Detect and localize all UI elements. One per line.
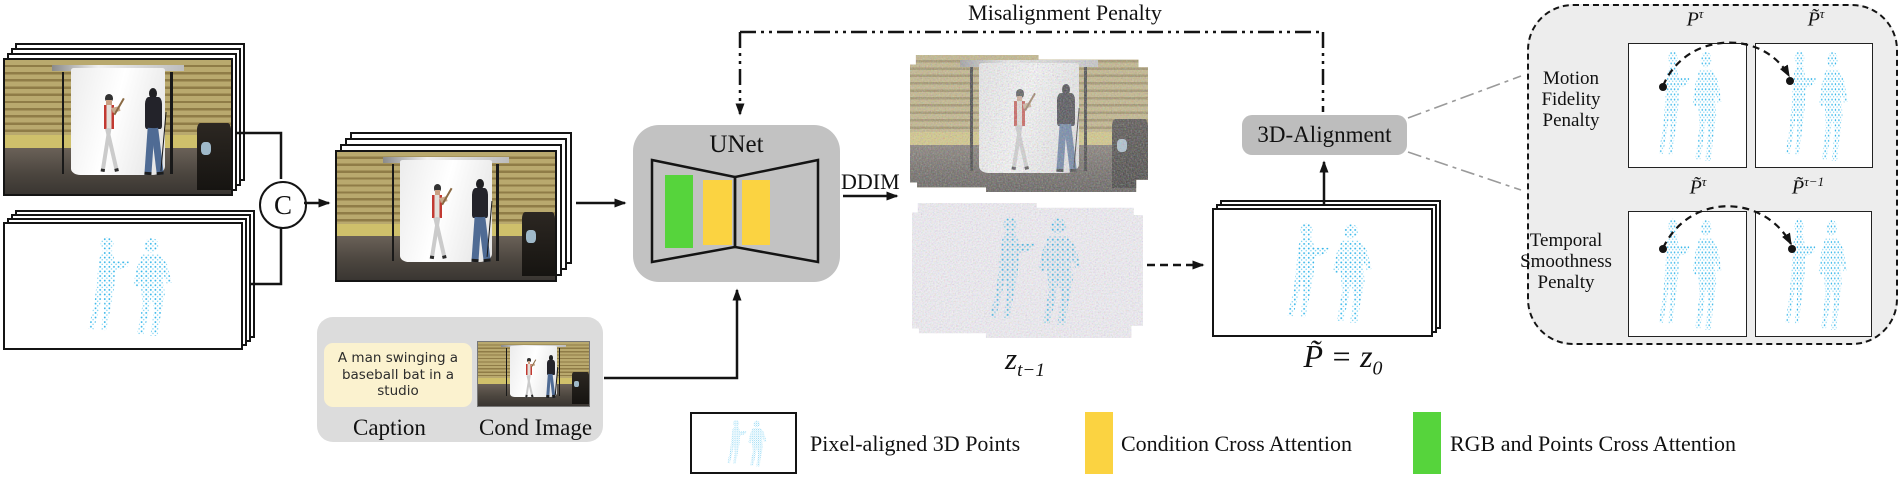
second-figure (142, 88, 168, 175)
caption-to-unet-arrow (604, 288, 742, 380)
noise-texture (910, 55, 1148, 192)
batter-figure (99, 93, 125, 173)
alignment-panel-fan-top (1407, 75, 1522, 119)
alignment-box: 3D-Alignment (1242, 115, 1407, 155)
studio-scene (337, 152, 555, 280)
legend-condition-label: Condition Cross Attention (1121, 431, 1353, 456)
legend-rgb-label: RGB and Points Cross Attention (1450, 431, 1737, 456)
misalignment-penalty-label: Misalignment Penalty (968, 0, 1162, 25)
temporal-smoothness-box-tau-minus-1 (1755, 211, 1872, 337)
unet-label: UNet (709, 131, 764, 158)
pred-points-tau-tag: P̃τ (1807, 6, 1825, 31)
motion-fidelity-box-gt (1628, 43, 1747, 168)
points-frame-front (3, 222, 243, 350)
gt-points-tau-tag: Pτ (1686, 6, 1704, 31)
p-equals-z0-label: P̃ = z0 (1303, 338, 1383, 380)
pred-points-tau-minus-1-tag: P̃τ−1 (1791, 174, 1825, 199)
motion-fidelity-penalty-label: Motion Fidelity Penalty (1541, 68, 1601, 131)
second-figure (469, 178, 494, 262)
caption-text-box: A man swinging a baseball bat in a studi… (324, 343, 472, 407)
caption-text: A man swinging a baseball bat in a studi… (337, 349, 459, 400)
video-frame-front (335, 150, 557, 282)
studio-scene (478, 342, 589, 406)
condition-cross-attention-bar-2 (742, 180, 770, 245)
pointcloud-figures (88, 237, 172, 336)
noisy-points-frame (912, 203, 1143, 338)
caption-panel: A man swinging a baseball bat in a studi… (317, 317, 603, 442)
temporal-smoothness-penalty-label: Temporal Smoothness Penalty (1520, 230, 1612, 293)
pointcloud-figures (727, 420, 767, 467)
legend-condition-swatch (1085, 412, 1113, 474)
alignment-panel-fan-bottom (1407, 151, 1522, 191)
ddim-label: DDIM (841, 169, 900, 194)
legend-rgb-swatch (1413, 412, 1441, 474)
points-frame-front (1212, 208, 1433, 337)
condition-cross-attention-bar-1 (703, 180, 732, 245)
z-t-minus-1-label: zt−1 (1005, 341, 1045, 382)
noise-texture (912, 203, 1143, 338)
studio-scene (5, 60, 231, 194)
alignment-label: 3D-Alignment (1257, 122, 1392, 147)
cond-image (477, 341, 590, 407)
pointcloud-figures (1287, 223, 1372, 323)
temporal-smoothness-box-tau (1628, 211, 1747, 337)
caption-label: Caption (353, 415, 426, 440)
noisy-video-frame (910, 55, 1148, 192)
concat-node: C (259, 181, 307, 229)
pred-points-tau-tag-2: P̃τ (1689, 174, 1707, 199)
batter-figure (427, 184, 453, 260)
legend-points-label: Pixel-aligned 3D Points (810, 431, 1021, 456)
cond-image-label: Cond Image (479, 415, 593, 440)
motion-fidelity-box-pred (1755, 43, 1873, 168)
video-frame-front (3, 58, 233, 196)
concat-label: C (273, 189, 292, 220)
rgb-points-cross-attention-bar (665, 175, 693, 248)
legend-points-swatch (690, 412, 797, 474)
